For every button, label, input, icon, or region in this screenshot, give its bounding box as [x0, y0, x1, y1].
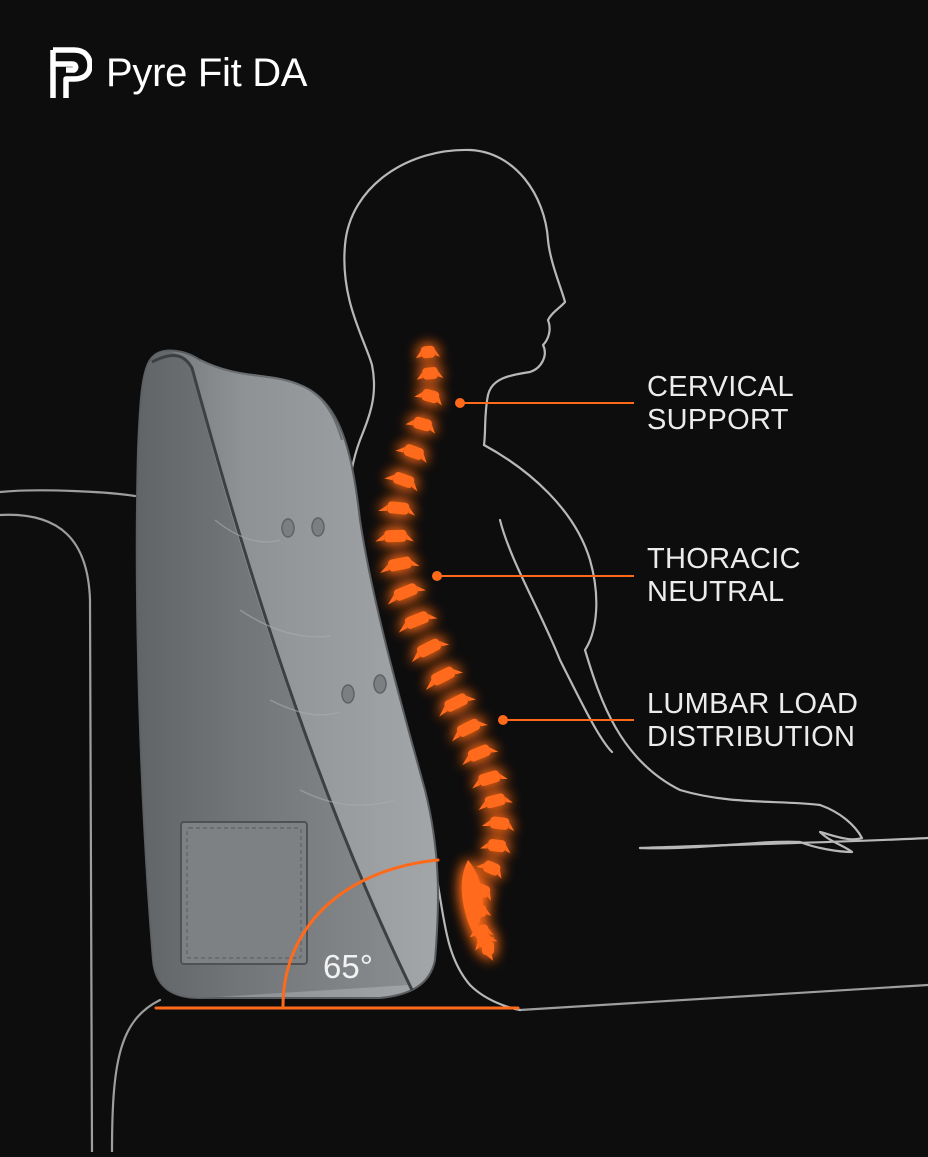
tuft-button: [373, 674, 387, 694]
wedge-pillow: [135, 349, 439, 999]
person-arm-lower: [638, 836, 928, 850]
vertebra: [472, 770, 508, 789]
vertebra: [480, 839, 511, 854]
person-chest: [482, 443, 822, 807]
angle-arc: [281, 858, 440, 1008]
vertebra: [380, 556, 420, 574]
callout-lumbar: LUMBAR LOAD DISTRIBUTION: [647, 688, 858, 754]
brand-header: Pyre Fit DA: [50, 46, 307, 100]
angle-label: 65°: [323, 948, 373, 985]
sacrum: [461, 860, 490, 948]
pillow-pocket-stitch: [186, 827, 302, 959]
tuft-button: [281, 518, 295, 538]
lumbar-leader-dot: [498, 715, 508, 725]
vertebra: [475, 860, 502, 879]
seat-surface-line: [518, 983, 928, 1012]
vertebra: [415, 345, 440, 359]
callout-cervical: CERVICAL SUPPORT: [647, 371, 794, 437]
sofa-seat-line: [110, 998, 162, 1154]
vertebra: [478, 793, 513, 811]
pillow-piping-seam: [151, 353, 414, 991]
pillow-top-seam: [199, 359, 343, 441]
vertebra: [387, 583, 426, 605]
callout-line: THORACIC: [647, 543, 801, 575]
vertebra: [411, 638, 450, 663]
callout-line: DISTRIBUTION: [647, 721, 856, 753]
callout-line: NEUTRAL: [647, 576, 785, 608]
vertebra: [398, 611, 438, 633]
vertebra: [481, 816, 515, 832]
person-face: [468, 148, 567, 447]
pillow-pocket: [180, 821, 308, 965]
vertebra: [462, 744, 499, 766]
vertebra: [414, 388, 442, 406]
pillow-tufting: [281, 517, 387, 704]
vertebra: [416, 366, 444, 380]
sofa-armrest-line: [0, 513, 94, 1154]
vertebra: [375, 529, 414, 543]
tuft-button: [311, 517, 325, 537]
callout-line: CERVICAL: [647, 371, 794, 403]
vertebra: [405, 416, 436, 434]
vertebra: [425, 666, 464, 691]
vertebra: [378, 501, 416, 516]
thoracic-leader-dot: [432, 571, 442, 581]
tuft-button: [341, 684, 355, 704]
callout-leaders: [432, 398, 634, 725]
callout-thoracic: THORACIC NEUTRAL: [647, 543, 801, 609]
vertebra: [452, 718, 488, 742]
cervical-leader-dot: [455, 398, 465, 408]
pillow-wrinkles: [214, 519, 396, 806]
sofa-outline: [0, 489, 928, 1154]
vertebra: [439, 693, 477, 717]
vertebra: [395, 444, 427, 464]
callout-line: LUMBAR LOAD: [647, 688, 859, 720]
callout-line: SUPPORT: [647, 404, 789, 436]
sofa-back-line: [0, 489, 137, 498]
angle-indicator: [154, 858, 520, 1010]
person-torso-inner: [498, 518, 614, 754]
spine: [375, 345, 515, 961]
vertebra: [384, 471, 418, 492]
pf-monogram-icon: [50, 47, 92, 98]
brand-name: Pyre Fit DA: [106, 51, 308, 95]
